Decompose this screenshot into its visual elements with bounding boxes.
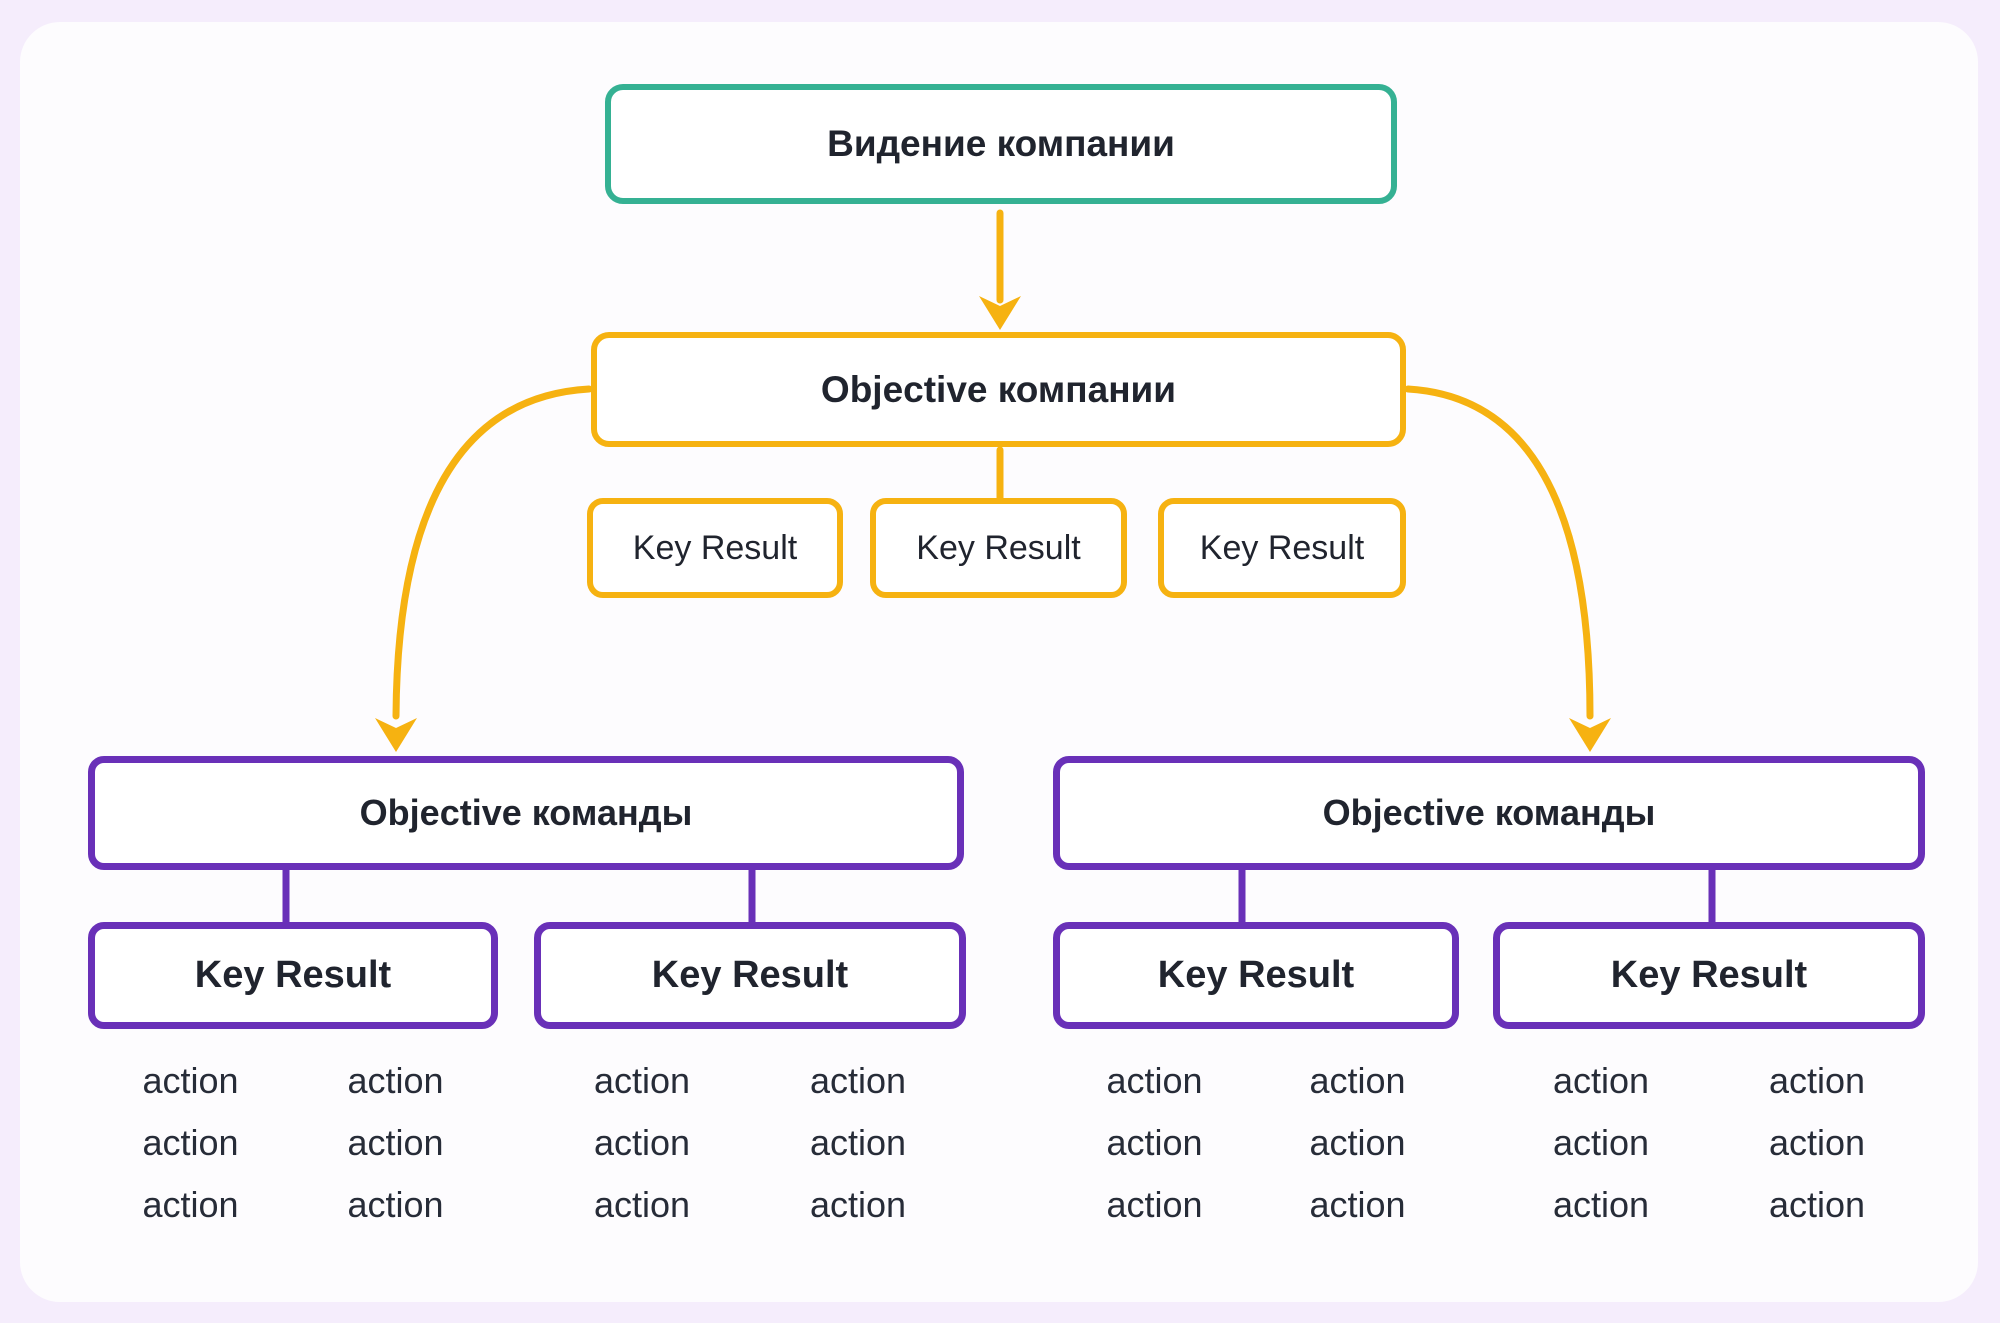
action-item: action [809, 1184, 907, 1225]
company-key-result-1: Key Result [587, 498, 843, 598]
action-item: action [1309, 1184, 1406, 1225]
action-item: action [1106, 1060, 1203, 1101]
key-result-label: Key Result [1199, 528, 1365, 567]
action-item: action [347, 1122, 444, 1163]
action-item: action [809, 1122, 907, 1163]
company-objective-label: Objective компании [820, 368, 1177, 410]
action-item: action [142, 1184, 239, 1225]
action-item: action [1768, 1184, 1866, 1225]
action-item: action [1552, 1184, 1650, 1225]
team-objective-left: Objective команды [88, 756, 964, 870]
key-result-label: Key Result [1610, 954, 1808, 996]
action-item: action [593, 1184, 691, 1225]
action-list-team-left-kr2: action action action action action actio… [534, 1062, 966, 1223]
team-objective-label: Objective команды [1322, 792, 1656, 833]
team-right-key-result-1: Key Result [1053, 922, 1459, 1029]
action-item: action [1552, 1122, 1650, 1163]
team-left-key-result-2: Key Result [534, 922, 966, 1029]
action-list-team-right-kr1: action action action action action actio… [1053, 1062, 1459, 1223]
action-item: action [593, 1122, 691, 1163]
team-objective-label: Objective команды [359, 792, 693, 833]
vision-node: Видение компании [605, 84, 1397, 204]
key-result-label: Key Result [194, 954, 392, 996]
action-item: action [1768, 1122, 1866, 1163]
action-item: action [1106, 1122, 1203, 1163]
action-item: action [1309, 1122, 1406, 1163]
vision-label: Видение компании [827, 123, 1175, 164]
team-objective-right: Objective команды [1053, 756, 1925, 870]
key-result-label: Key Result [632, 528, 798, 567]
action-list-team-left-kr1: action action action action action actio… [88, 1062, 498, 1223]
key-result-label: Key Result [916, 528, 1081, 567]
action-item: action [1309, 1060, 1406, 1101]
action-item: action [1106, 1184, 1203, 1225]
team-left-key-result-1: Key Result [88, 922, 498, 1029]
action-item: action [347, 1060, 444, 1101]
team-right-key-result-2: Key Result [1493, 922, 1925, 1029]
company-key-result-2: Key Result [870, 498, 1127, 598]
company-key-result-3: Key Result [1158, 498, 1406, 598]
key-result-label: Key Result [651, 954, 849, 996]
action-item: action [809, 1060, 907, 1101]
action-item: action [142, 1122, 239, 1163]
action-list-team-right-kr2: action action action action action actio… [1493, 1062, 1925, 1223]
action-item: action [593, 1060, 691, 1101]
action-item: action [1552, 1060, 1650, 1101]
key-result-label: Key Result [1157, 954, 1355, 996]
company-objective-node: Objective компании [591, 332, 1406, 447]
action-item: action [1768, 1060, 1866, 1101]
action-item: action [347, 1184, 444, 1225]
action-item: action [142, 1060, 239, 1101]
